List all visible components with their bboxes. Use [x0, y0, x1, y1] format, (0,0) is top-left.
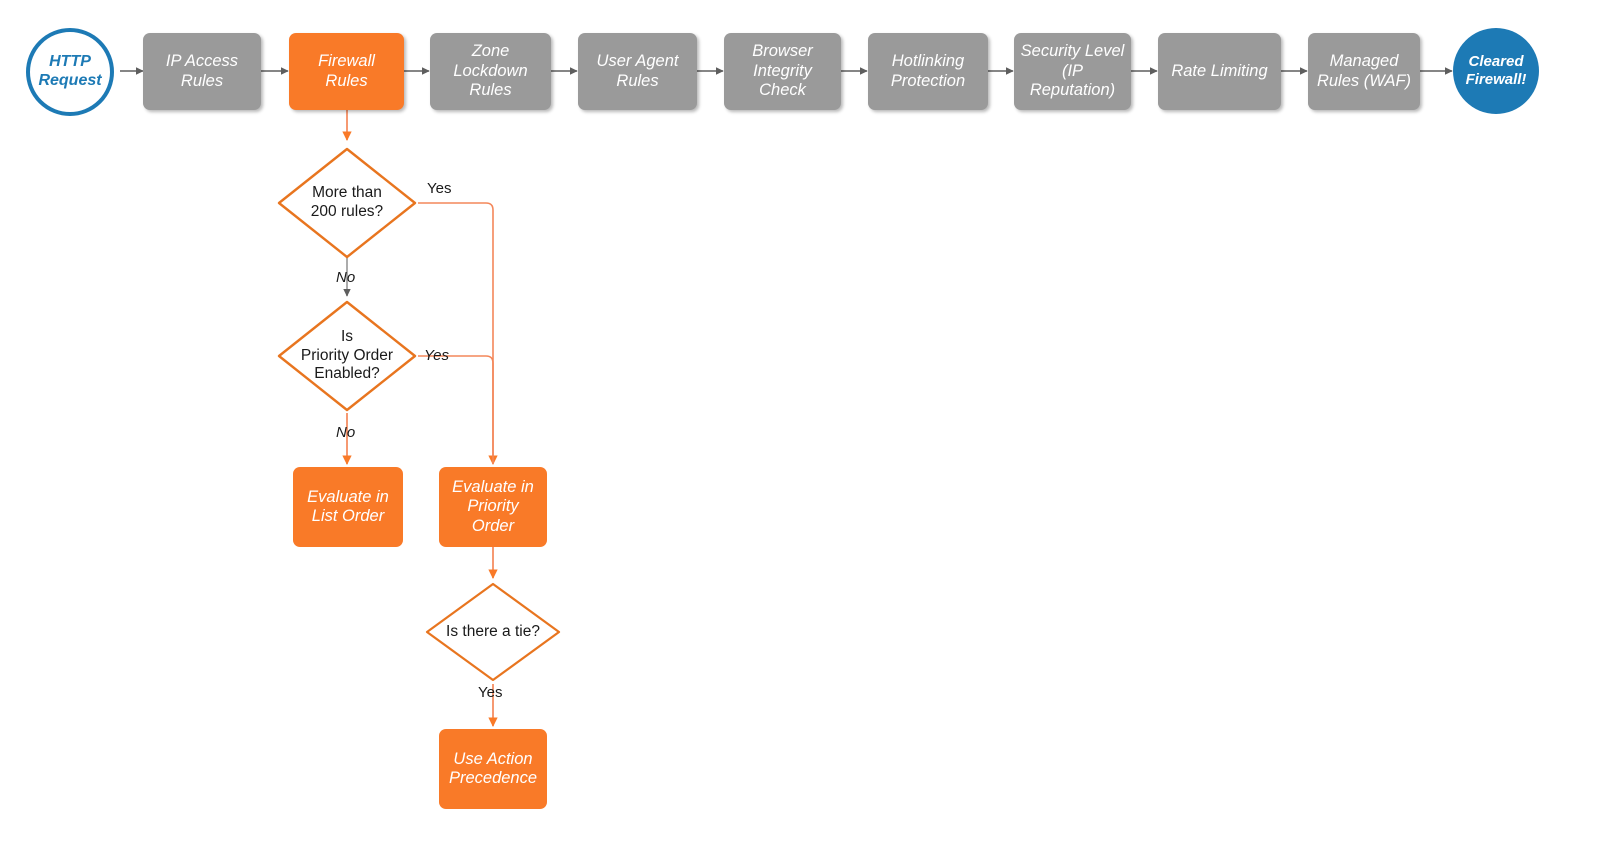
step-zone-lockdown-rules[interactable]: Zone Lockdown Rules [430, 33, 551, 110]
edge-label-more-than-200-no: No [336, 269, 356, 286]
outcome-evaluate-in-list-order[interactable]: Evaluate in List Order [293, 467, 403, 547]
step-rate-limiting[interactable]: Rate Limiting [1158, 33, 1281, 110]
edge-label-more-than-200-yes: Yes [427, 180, 452, 197]
edge-label-priority-order-yes: Yes [424, 347, 450, 364]
outcome-use-action-precedence[interactable]: Use Action Precedence [439, 729, 547, 809]
outcome-evaluate-in-priority-order[interactable]: Evaluate in Priority Order [439, 467, 547, 547]
end-node-cleared-firewall[interactable]: Cleared Firewall! [1453, 28, 1539, 114]
edge-label-priority-order-no: No [336, 424, 356, 441]
edge-label-tie-yes: Yes [478, 684, 503, 701]
start-node-http-request[interactable]: HTTP Request [26, 28, 114, 116]
decision-label: Is Priority Order Enabled? [300, 328, 394, 383]
step-browser-integrity-check[interactable]: Browser Integrity Check [724, 33, 841, 110]
step-firewall-rules[interactable]: Firewall Rules [289, 33, 404, 110]
step-security-level[interactable]: Security Level (IP Reputation) [1014, 33, 1131, 110]
step-ip-access-rules[interactable]: IP Access Rules [143, 33, 261, 110]
step-managed-rules-waf[interactable]: Managed Rules (WAF) [1308, 33, 1420, 110]
step-user-agent-rules[interactable]: User Agent Rules [578, 33, 697, 110]
decision-is-there-a-tie[interactable]: Is there a tie? [424, 581, 562, 683]
decision-label: Is there a tie? [446, 622, 540, 640]
decision-more-than-200-rules[interactable]: More than 200 rules? [276, 146, 418, 260]
decision-is-priority-order-enabled[interactable]: Is Priority Order Enabled? [276, 299, 418, 413]
step-hotlinking-protection[interactable]: Hotlinking Protection [868, 33, 988, 110]
decision-label: More than 200 rules? [310, 184, 384, 220]
